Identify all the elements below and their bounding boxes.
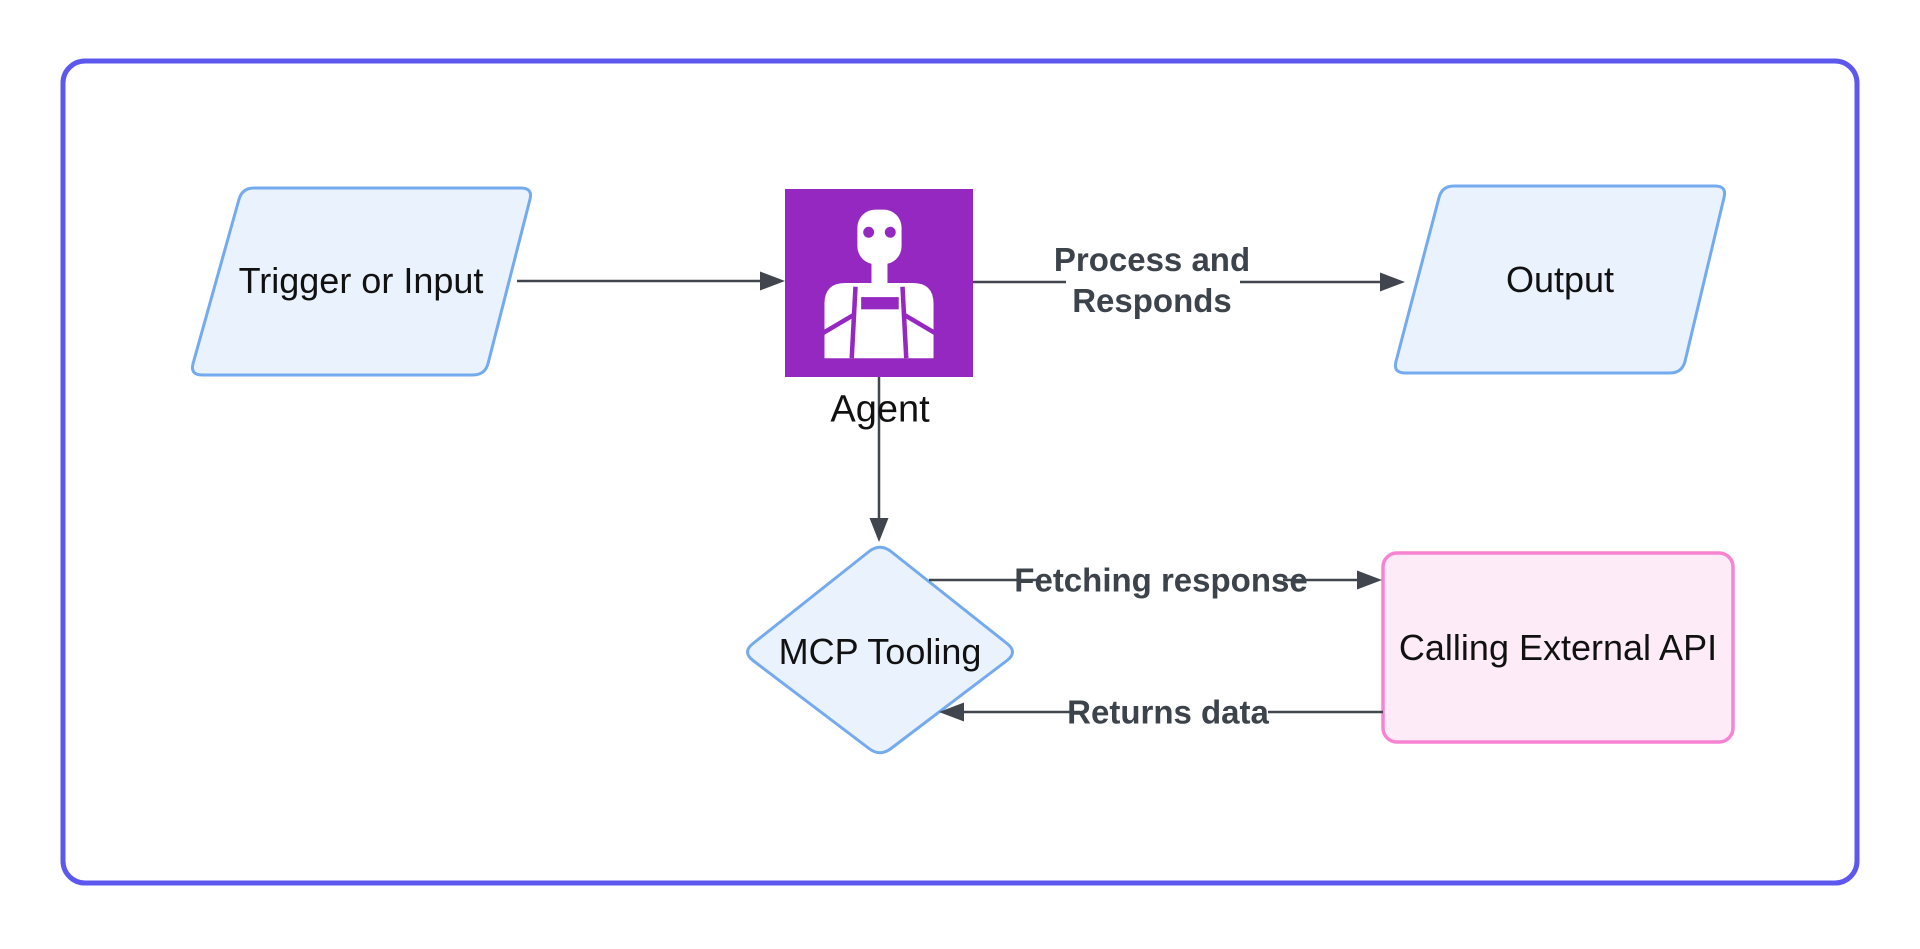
agent-node[interactable] bbox=[785, 189, 973, 377]
external-api-node-label: Calling External API bbox=[1398, 627, 1718, 668]
external-api-node-shape[interactable] bbox=[1381, 551, 1735, 744]
output-node-label: Output bbox=[1505, 259, 1615, 300]
returns-data-edge-label: Returns data bbox=[1067, 693, 1269, 731]
arrowhead-into-api bbox=[1357, 570, 1382, 590]
arrowhead-into-mcp-side bbox=[939, 702, 964, 722]
process-edge-label-line2: Responds bbox=[1072, 282, 1232, 319]
edge-lines bbox=[517, 279, 1383, 714]
trigger-node-shape[interactable] bbox=[190, 186, 533, 377]
trigger-node-label: Trigger or Input bbox=[238, 260, 484, 301]
arrowhead-into-agent bbox=[760, 271, 785, 291]
mcp-tooling-node-label: MCP Tooling bbox=[778, 631, 982, 672]
process-responds-edge-label: Process and Responds bbox=[1054, 239, 1250, 321]
agent-node-label: Agent bbox=[830, 388, 930, 431]
output-node-shape[interactable] bbox=[1393, 184, 1727, 375]
canvas-border bbox=[60, 58, 1860, 886]
arrowhead-into-mcp-top bbox=[869, 518, 889, 542]
mcp-tooling-node-shape[interactable] bbox=[746, 545, 1014, 755]
process-edge-label-line1: Process and bbox=[1053, 241, 1251, 278]
arrowhead-into-output bbox=[1380, 272, 1405, 292]
fetching-response-edge-label: Fetching response bbox=[1014, 561, 1308, 599]
edge-arrowheads bbox=[760, 271, 1405, 722]
robot-icon bbox=[820, 209, 938, 359]
